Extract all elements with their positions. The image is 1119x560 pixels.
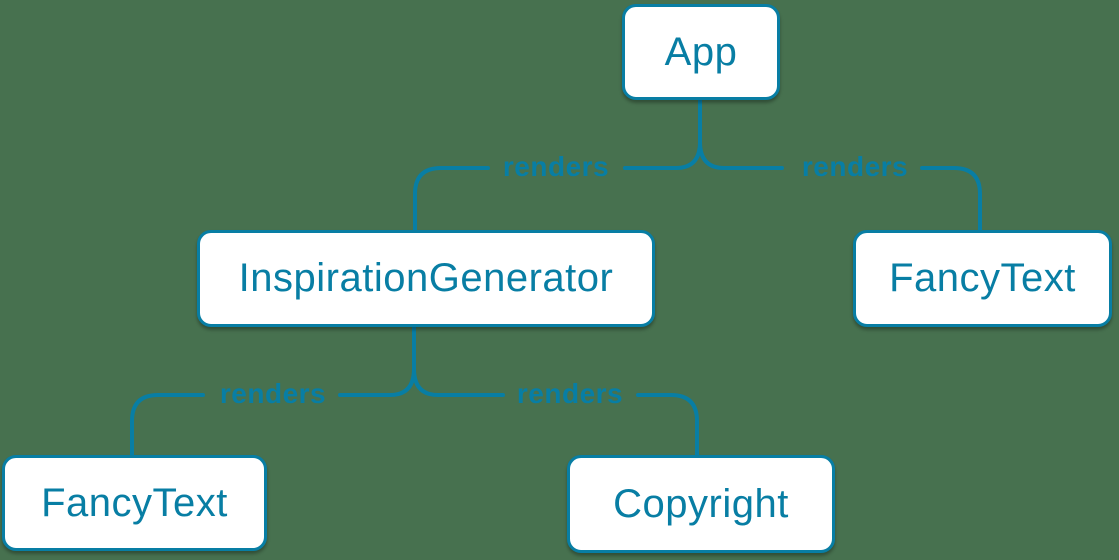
- edge-ig-to-fancytext-corner: [130, 393, 205, 457]
- node-app: App: [622, 4, 780, 100]
- edge-ig-to-copyright-junction: [412, 325, 505, 397]
- edge-label-renders-ig-copyright: renders: [516, 378, 624, 409]
- edge-app-to-inspirationgenerator-corner: [413, 166, 490, 232]
- node-fancy-text-right-label: FancyText: [889, 256, 1076, 300]
- node-app-label: App: [664, 29, 738, 74]
- node-fancy-text-right: FancyText: [853, 230, 1112, 327]
- edge-app-to-fancytext-corner: [920, 166, 982, 232]
- node-inspiration-generator-label: InspirationGenerator: [238, 256, 614, 300]
- edge-label-renders-app-ig: renders: [502, 151, 610, 182]
- edge-label-renders-app-fancytext: renders: [801, 151, 909, 182]
- edge-label-renders-ig-fancytext: renders: [219, 378, 327, 409]
- node-copyright-label: Copyright: [613, 481, 789, 526]
- edge-ig-to-copyright-corner: [636, 393, 699, 457]
- node-copyright: Copyright: [567, 455, 835, 553]
- edge-app-to-fancytext-junction: [698, 98, 784, 170]
- node-fancy-text-left-label: FancyText: [41, 480, 228, 525]
- node-fancy-text-left: FancyText: [2, 455, 267, 551]
- node-inspiration-generator: InspirationGenerator: [197, 230, 655, 327]
- edge-ig-to-fancytext-junction: [338, 325, 416, 397]
- edge-app-to-inspirationgenerator-junction: [623, 98, 702, 170]
